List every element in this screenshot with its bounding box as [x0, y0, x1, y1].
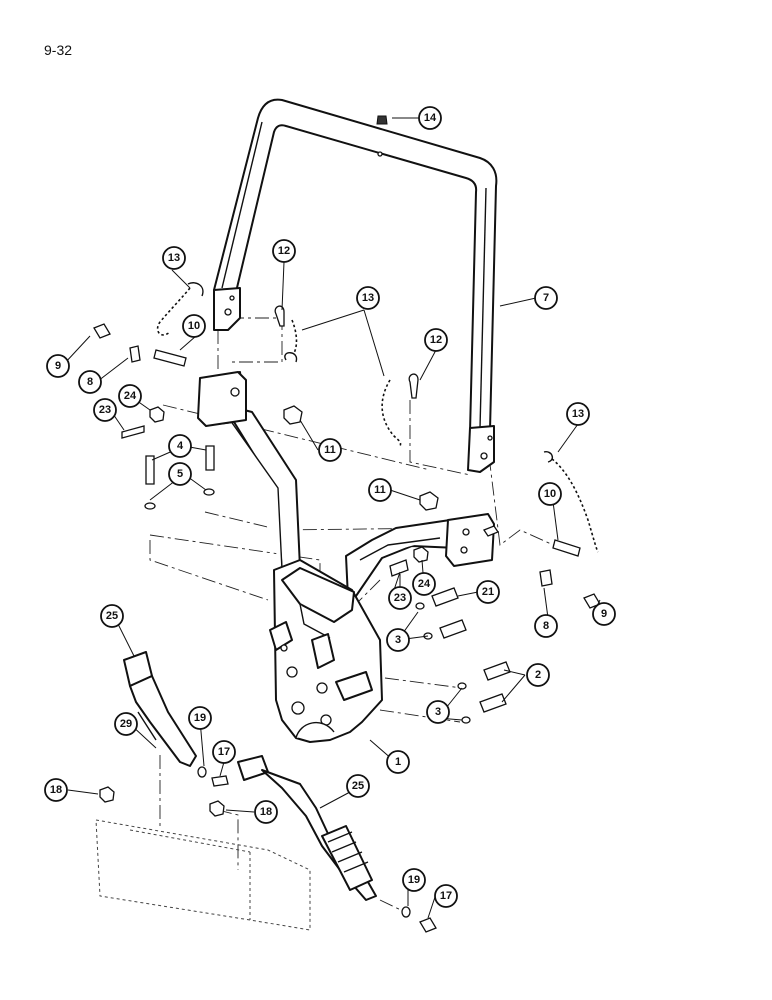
hardware: [93, 115, 601, 933]
callout-23-right: 23: [388, 586, 412, 610]
svg-text:13: 13: [168, 252, 180, 264]
callout-5: 5: [168, 462, 192, 486]
callout-18-left: 18: [44, 778, 68, 802]
callout-4: 4: [168, 434, 192, 458]
lynch-pin-chains: [156, 282, 599, 553]
callout-9-left: 9: [46, 354, 70, 378]
svg-text:2: 2: [535, 669, 541, 681]
callout-12-left: 12: [272, 239, 296, 263]
svg-text:19: 19: [194, 712, 206, 724]
svg-text:19: 19: [408, 874, 420, 886]
svg-text:21: 21: [482, 586, 494, 598]
callout-19-left: 19: [188, 706, 212, 730]
callout-11-left: 11: [318, 438, 342, 462]
svg-text:3: 3: [435, 706, 441, 718]
svg-text:23: 23: [99, 404, 111, 416]
seat-belt: [123, 651, 377, 901]
svg-text:10: 10: [544, 488, 556, 500]
svg-text:4: 4: [177, 440, 184, 452]
svg-text:18: 18: [260, 806, 272, 818]
svg-text:12: 12: [430, 334, 442, 346]
callout-8-left: 8: [78, 370, 102, 394]
svg-text:8: 8: [543, 620, 549, 632]
callout-13-center: 13: [356, 286, 380, 310]
callout-10-left: 10: [182, 314, 206, 338]
floor-outline: [95, 819, 311, 931]
svg-text:29: 29: [120, 718, 132, 730]
svg-text:12: 12: [278, 245, 290, 257]
svg-text:11: 11: [374, 484, 386, 496]
callout-10-right: 10: [538, 482, 562, 506]
svg-text:23: 23: [394, 592, 406, 604]
callout-17-right: 17: [434, 884, 458, 908]
svg-text:7: 7: [543, 292, 549, 304]
svg-text:8: 8: [87, 376, 93, 388]
callout-24-right: 24: [412, 572, 436, 596]
callout-25-left: 25: [100, 604, 124, 628]
callout-25-right: 25: [346, 774, 370, 798]
svg-text:25: 25: [106, 610, 118, 622]
callout-1: 1: [386, 750, 410, 774]
svg-text:24: 24: [124, 390, 137, 402]
svg-text:13: 13: [362, 292, 374, 304]
svg-text:17: 17: [440, 890, 452, 902]
callout-13-right: 13: [566, 402, 590, 426]
page-number: 9-32: [44, 42, 73, 58]
callout-18-right: 18: [254, 800, 278, 824]
callout-2: 2: [526, 663, 550, 687]
callout-11-right: 11: [368, 478, 392, 502]
callout-3-lower: 3: [426, 700, 450, 724]
svg-text:9: 9: [55, 360, 61, 372]
callout-13-left: 13: [162, 246, 186, 270]
callout-3-upper: 3: [386, 628, 410, 652]
svg-text:18: 18: [50, 784, 62, 796]
svg-text:24: 24: [418, 578, 431, 590]
callout-8-right: 8: [534, 614, 558, 638]
svg-text:5: 5: [177, 468, 183, 480]
callout-19-right: 19: [402, 868, 426, 892]
svg-text:17: 17: [218, 746, 230, 758]
svg-text:14: 14: [424, 112, 437, 124]
callout-17-left: 17: [212, 740, 236, 764]
svg-text:1: 1: [395, 756, 401, 768]
svg-text:13: 13: [572, 408, 584, 420]
callout-21: 21: [476, 580, 500, 604]
svg-text:11: 11: [324, 444, 336, 456]
leader-lines: [63, 117, 601, 919]
callout-9-right: 9: [592, 602, 616, 626]
lower-rops-frame: [197, 371, 499, 743]
svg-text:3: 3: [395, 634, 401, 646]
callouts: 14 13 12 13 7 12 10 9 8 24 23 13 11 4 5 …: [44, 106, 616, 908]
upper-rops-frame: [213, 98, 498, 473]
callout-7: 7: [534, 286, 558, 310]
callout-12-right: 12: [424, 328, 448, 352]
callout-29: 29: [114, 712, 138, 736]
svg-text:25: 25: [352, 780, 364, 792]
callout-24-left: 24: [118, 384, 142, 408]
callout-14: 14: [418, 106, 442, 130]
callout-23-left: 23: [93, 398, 117, 422]
svg-text:9: 9: [601, 608, 607, 620]
svg-text:10: 10: [188, 320, 200, 332]
